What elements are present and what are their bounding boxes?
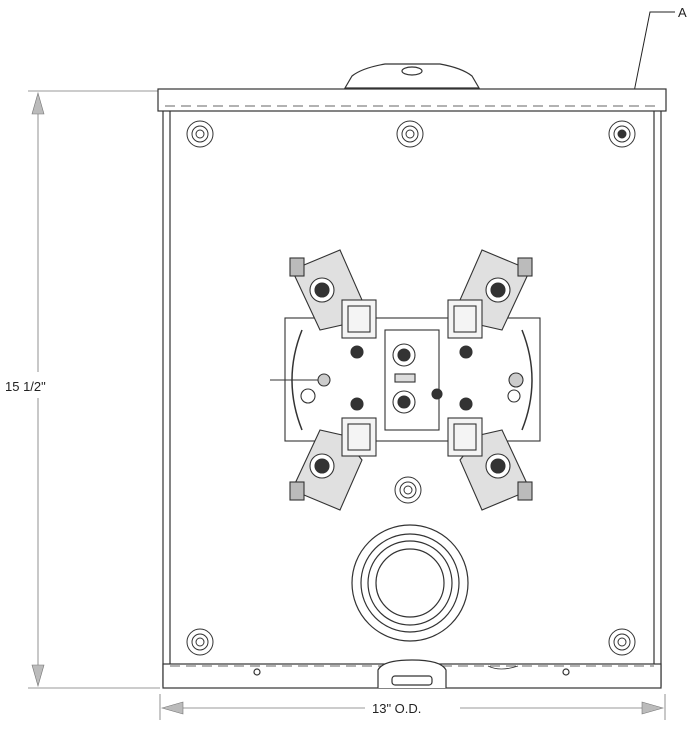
jaw-lower-left <box>341 417 377 457</box>
mounting-hole-top-left <box>186 120 214 148</box>
conduit-knockout <box>351 524 469 642</box>
mounting-hole-top-center <box>396 120 424 148</box>
mounting-hole-center <box>394 476 422 504</box>
ground-lug-left <box>270 373 331 404</box>
height-dimension-label: 15 1/2" <box>5 379 46 394</box>
mounting-holes <box>186 120 636 656</box>
jaw-lower-right <box>447 417 483 457</box>
width-dimension: 13" O.D. <box>159 694 666 720</box>
neutral-block <box>384 329 443 431</box>
callout-a-label: A <box>678 5 687 20</box>
height-dimension: 15 1/2" <box>5 90 160 689</box>
mounting-hole-bottom-right <box>608 628 636 656</box>
jaw-upper-left <box>341 299 377 339</box>
jaw-upper-right <box>447 299 483 339</box>
jaw-screws <box>350 345 473 411</box>
meter-socket-block <box>270 249 541 511</box>
mounting-hole-top-right <box>608 120 636 148</box>
mounting-hole-bottom-left <box>186 628 214 656</box>
ground-lug-right <box>507 372 524 403</box>
width-dimension-label: 13" O.D. <box>372 701 421 716</box>
